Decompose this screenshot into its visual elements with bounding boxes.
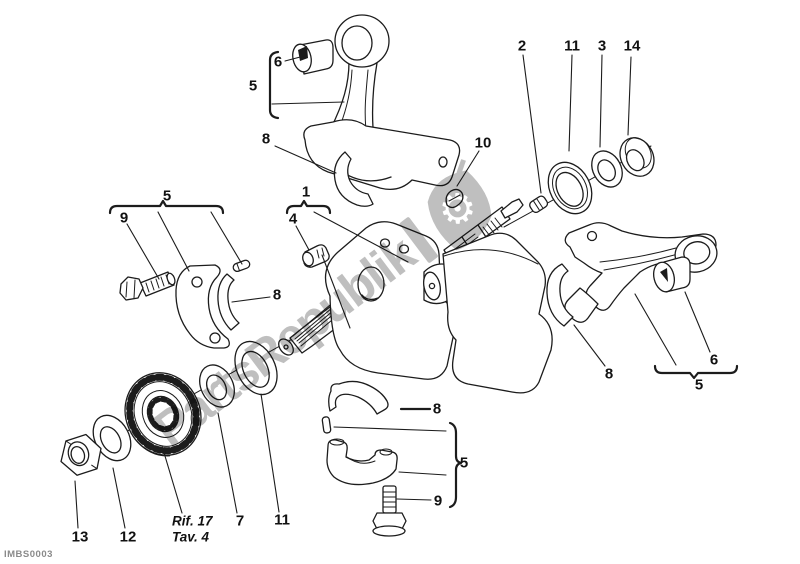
callout-9-left: 9 [119, 209, 129, 227]
rod-cap-bottom-group [321, 380, 407, 537]
shaft-plug [529, 195, 549, 214]
callout-5-bottom: 5 [459, 454, 469, 472]
callout-2: 2 [517, 37, 527, 55]
callout-5-top: 5 [248, 77, 258, 95]
callout-7: 7 [235, 512, 245, 530]
callout-14: 14 [623, 37, 641, 55]
callout-6-rod2: 6 [709, 351, 719, 369]
callout-4: 4 [288, 210, 298, 228]
crankshaft [278, 198, 553, 394]
woodruff-key [445, 188, 464, 209]
callout-5-left: 5 [162, 187, 172, 205]
callout-11-shaft: 11 [564, 37, 580, 55]
callout-6-top: 6 [273, 53, 283, 71]
callout-3: 3 [597, 37, 607, 55]
connecting-rod-right [546, 222, 718, 327]
callout-9-bottom: 9 [433, 492, 443, 510]
reference-rif: Rif. 17 [172, 513, 213, 529]
oil-plug-screw [302, 244, 330, 268]
callout-8-top: 8 [261, 130, 271, 148]
callout-8-bottom: 8 [432, 400, 442, 418]
drawing-code: IMBS0003 [4, 549, 53, 560]
washer-stack-right [547, 137, 655, 215]
gear-stack-left [60, 340, 278, 476]
callout-8-left: 8 [272, 286, 282, 304]
crankshaft-nut [60, 433, 102, 476]
primary-drive-gear [124, 372, 202, 457]
callout-11-gear: 11 [274, 511, 290, 529]
connecting-rod-top [292, 14, 461, 207]
callout-10: 10 [474, 134, 492, 152]
callout-8-rod2: 8 [604, 365, 614, 383]
rod-cap-left-group [119, 259, 251, 349]
callout-5-rod2: 5 [694, 376, 704, 394]
group-brackets [108, 50, 739, 509]
callout-13: 13 [71, 528, 89, 546]
callout-1: 1 [301, 183, 311, 201]
callout-12: 12 [119, 528, 137, 546]
reference-tav: Tav. 4 [172, 529, 210, 545]
